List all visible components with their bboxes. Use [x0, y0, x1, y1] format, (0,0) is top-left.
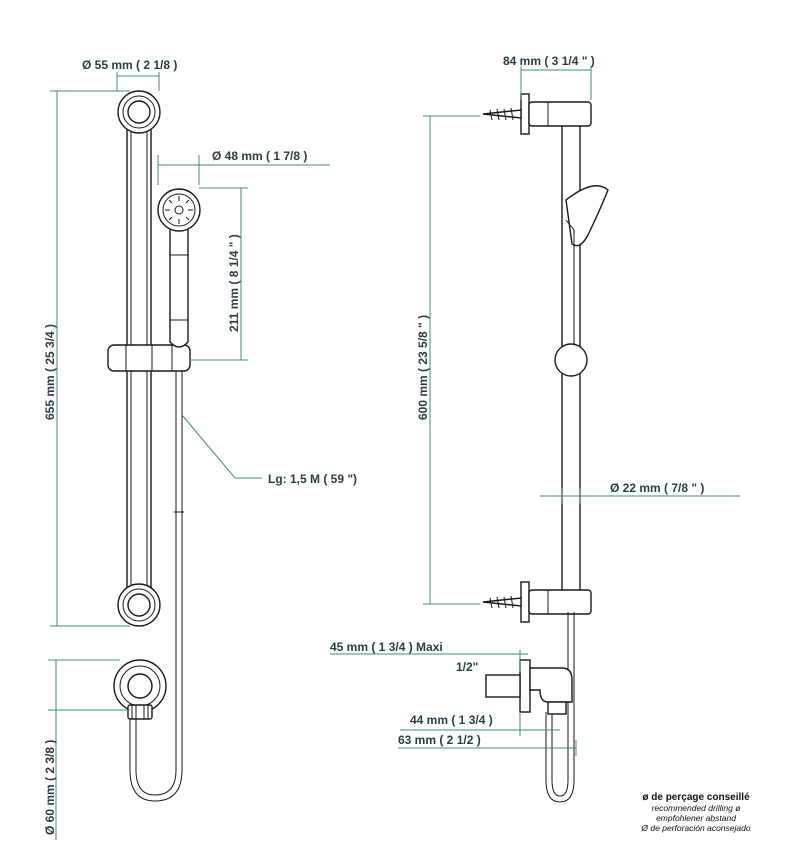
side-view: 84 mm ( 3 1/4 " ) 600 mm ( 23 5/8 " ) Ø … — [330, 54, 740, 803]
total-projection-label: 63 mm ( 2 1/2 ) — [398, 733, 481, 747]
dim-outlet-diameter: Ø 60 mm ( 2 3/8 ) — [43, 659, 130, 840]
bottom-wall-bracket — [117, 583, 161, 627]
shower-hose — [129, 371, 184, 802]
dim-fixing-centres: 600 mm ( 23 5/8 " ) — [416, 115, 480, 605]
slider-holder — [107, 344, 191, 372]
top-wall-bracket — [117, 90, 161, 134]
hand-shower-side — [565, 185, 609, 351]
hand-shower — [157, 188, 201, 348]
drilling-note-title: ø de perçage conseillé — [642, 792, 750, 803]
bottom-bracket-side — [482, 581, 592, 623]
outlet-diameter-label: Ø 60 mm ( 2 3/8 ) — [43, 740, 57, 835]
handset-length-label: 211 mm ( 8 1/4 " ) — [227, 234, 241, 332]
drilling-note-line: empfohlener abstand — [656, 813, 736, 823]
thread-size-label: 1/2" — [456, 660, 478, 674]
top-bracket-side — [482, 93, 592, 135]
dim-tube-diameter: Ø 22 mm ( 7/8 " ) — [540, 481, 740, 504]
dim-hose-length: Lg: 1,5 M ( 59 ") — [181, 414, 357, 486]
tube-diameter-label: Ø 22 mm ( 7/8 " ) — [610, 481, 704, 495]
elbow-projection-label: 44 mm ( 1 3/4 ) — [410, 713, 493, 727]
dim-outlet-projection: 45 mm ( 1 3/4 ) Maxi 1/2" — [330, 640, 528, 674]
dim-bar-diameter: Ø 55 mm ( 2 1/8 ) — [82, 58, 177, 91]
drilling-note-line: recommended drilling ø — [652, 803, 741, 813]
dim-total-projection: 63 mm ( 2 1/2 ) — [398, 733, 577, 756]
slider-knob-side — [554, 343, 588, 377]
bar-diameter-label: Ø 55 mm ( 2 1/8 ) — [82, 58, 177, 72]
dim-head-diameter: Ø 48 mm ( 1 7/8 ) — [157, 149, 330, 185]
bottom-screw — [482, 595, 522, 609]
front-view: Ø 55 mm ( 2 1/8 ) Ø 48 mm ( 1 7/8 ) 211 … — [43, 58, 357, 840]
wall-outlet-elbow — [113, 659, 167, 720]
dim-projection: 84 mm ( 3 1/4 " ) — [503, 54, 595, 100]
fixing-centres-label: 600 mm ( 23 5/8 " ) — [416, 315, 430, 420]
head-diameter-label: Ø 48 mm ( 1 7/8 ) — [212, 149, 307, 163]
outlet-elbow-side — [485, 659, 573, 715]
outlet-projection-label: 45 mm ( 1 3/4 ) Maxi — [330, 640, 443, 654]
drilling-note: ø de perçage conseillé recommended drill… — [640, 792, 750, 833]
dim-elbow-projection: 44 mm ( 1 3/4 ) — [400, 712, 560, 736]
bar-length-label: 655 mm ( 25 3/4 ) — [43, 324, 57, 420]
top-screw — [482, 107, 522, 121]
hose-side — [545, 612, 575, 803]
projection-label: 84 mm ( 3 1/4 " ) — [503, 54, 595, 68]
hose-length-label: Lg: 1,5 M ( 59 ") — [268, 472, 357, 486]
dim-handset-length: 211 mm ( 8 1/4 " ) — [190, 187, 248, 361]
drilling-note-line: Ø de perforación aconsejado — [640, 823, 750, 833]
dim-bar-length: 655 mm ( 25 3/4 ) — [43, 90, 130, 627]
